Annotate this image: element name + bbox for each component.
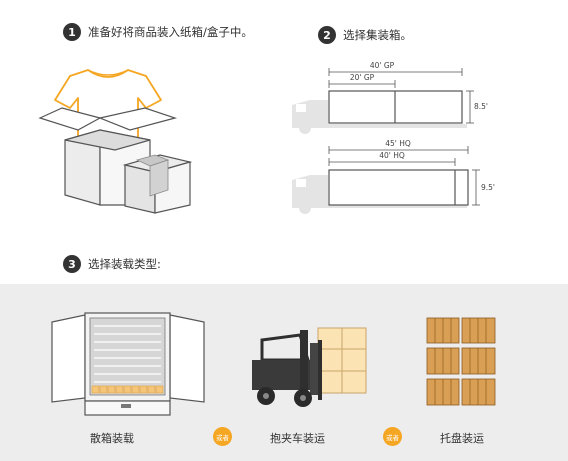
step-3-text: 选择装载类型: — [88, 257, 161, 271]
step-1-text: 准备好将商品装入纸箱/盒子中。 — [88, 25, 253, 39]
step-1: 1 准备好将商品装入纸箱/盒子中。 — [63, 23, 253, 41]
hq-inner-length: 40' HQ — [379, 151, 405, 160]
or-badge: 或者 — [383, 427, 402, 446]
truck-icon — [51, 312, 205, 416]
hq-height: 9.5' — [481, 183, 495, 192]
closed-box-icon — [122, 154, 193, 214]
hq-outer-length: 45' HQ — [385, 139, 411, 148]
clamp-loading-label: 抱夹车装运 — [270, 432, 325, 445]
or-badge: 或者 — [213, 427, 232, 446]
gp-height: 8.5' — [474, 102, 488, 111]
loose-loading-label: 散箱装载 — [90, 432, 134, 445]
step-3: 3 选择装载类型: — [63, 255, 161, 273]
open-box-icon — [38, 107, 178, 206]
step-number-2: 2 — [318, 26, 336, 44]
container-truck-icon — [292, 90, 467, 134]
pallet-loading-label: 托盘装运 — [440, 432, 484, 445]
forklift-icon — [252, 327, 367, 407]
step-2-text: 选择集装箱。 — [343, 28, 412, 42]
step-number-1: 1 — [63, 23, 81, 41]
step-number-3: 3 — [63, 255, 81, 273]
gp-outer-length: 40' GP — [370, 61, 395, 70]
pallet-icon — [426, 317, 496, 406]
gp-inner-length: 20' GP — [350, 73, 375, 82]
step-2: 2 选择集装箱。 — [318, 26, 412, 44]
container-truck-icon — [292, 169, 469, 214]
